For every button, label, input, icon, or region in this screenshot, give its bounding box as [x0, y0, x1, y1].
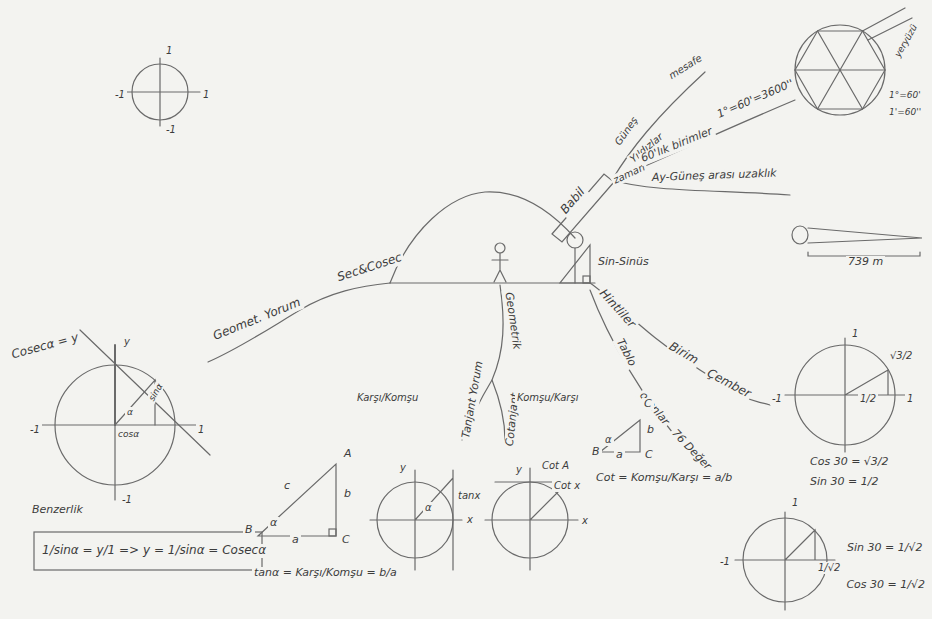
right-angle-mark — [329, 529, 336, 536]
handwritten-label: 1°=60'=3600'' — [714, 77, 798, 122]
handwritten-label: C — [642, 398, 654, 411]
handwritten-label: sinα — [146, 380, 166, 405]
handwritten-label: Geomet. Yorum — [209, 295, 304, 344]
handwritten-label: -1 — [120, 494, 134, 506]
handwritten-label: 1 — [164, 45, 174, 57]
handwritten-label: Cot = Komşu/Karşı = a/b — [594, 472, 734, 485]
sun-sketch — [792, 226, 808, 244]
handwritten-label: 1 — [196, 424, 206, 436]
handwritten-label: 1°=60' — [887, 90, 923, 100]
handwritten-label: a — [614, 449, 625, 462]
triangle — [115, 380, 155, 425]
right-triangle — [560, 245, 590, 283]
cosec-segment — [114, 345, 116, 425]
branch — [492, 380, 505, 440]
handwritten-label: Sec&Cosec — [334, 251, 406, 286]
hexagon-spokes — [795, 31, 885, 109]
handwritten-label: y — [398, 462, 408, 474]
handwritten-label: C — [643, 449, 655, 462]
handwritten-label: cosα — [116, 429, 141, 439]
handwritten-label: -1 — [28, 424, 42, 436]
handwritten-label: c — [282, 480, 292, 493]
handwritten-label: Cos 30 = 1/√2 — [844, 579, 927, 592]
handwritten-label: 1'=60'' — [887, 107, 923, 117]
handwritten-label: tanx — [456, 490, 482, 502]
branch — [208, 283, 390, 362]
sin-cos-construction — [735, 512, 835, 610]
person-head — [495, 243, 505, 253]
handwritten-label: Tablo — [612, 335, 639, 370]
handwritten-label: Komşu/Karşı — [515, 392, 580, 404]
handwritten-label: Sin 30 = 1/2 — [808, 476, 880, 489]
branch — [612, 72, 705, 180]
axes — [120, 58, 200, 126]
branch — [590, 283, 770, 405]
handwritten-label: Tanjant Yorum — [460, 358, 487, 441]
handwritten-label: Karşı/Komşu — [355, 392, 420, 404]
handwritten-label: A — [342, 448, 354, 461]
telescope-pivot — [567, 232, 583, 248]
handwritten-label: a — [290, 534, 301, 547]
handwritten-label: C — [340, 534, 352, 547]
handwritten-label: Babil — [557, 184, 590, 219]
handwritten-label: Çember — [703, 366, 755, 402]
axes — [40, 350, 200, 500]
handwritten-label: 1 — [201, 89, 211, 101]
handwritten-label: B — [590, 446, 602, 459]
tan-construction — [370, 470, 462, 570]
right-angle-mark — [583, 276, 590, 283]
tangent-line — [80, 330, 210, 455]
handwritten-label: b — [645, 424, 656, 437]
handwritten-label: 1/sinα = y/1 => y = 1/sinα = Cosecα — [40, 544, 268, 558]
handwritten-label: -1 — [718, 556, 732, 568]
sight-lines — [808, 228, 922, 243]
handwritten-label: B — [243, 524, 255, 537]
handwritten-label: Güneş — [611, 113, 641, 149]
handwritten-label: 739 m — [846, 256, 885, 269]
telescope-stand — [574, 248, 575, 283]
handwritten-label: α — [125, 407, 135, 417]
handwritten-label: 1/√2 — [816, 562, 842, 574]
handwritten-label: -1 — [113, 89, 127, 101]
person-body — [492, 253, 508, 282]
handwritten-label: Ay-Güneş arası uzaklık — [650, 167, 779, 184]
handwritten-label: 76 Değer — [667, 426, 714, 474]
triangle-abc — [258, 464, 336, 536]
handwritten-label: y — [514, 464, 524, 476]
handwritten-label: yeryüzü — [892, 21, 921, 61]
handwritten-label: 1 — [790, 497, 800, 509]
handwritten-label: Sin 30 = 1/√2 — [845, 542, 924, 555]
handwritten-label: 1 — [905, 393, 915, 405]
hexagon — [795, 31, 885, 109]
handwritten-label: Sin-Sinüs — [596, 256, 651, 269]
handwritten-label: x — [580, 515, 590, 527]
handwritten-label: -1 — [770, 393, 784, 405]
handwritten-label: Cosecα = y — [8, 331, 82, 363]
dome — [390, 192, 575, 283]
handwritten-label: tanα = Karşı/Komşu = b/a — [252, 567, 399, 580]
handwritten-label: Geometrik — [502, 289, 523, 352]
handwritten-label: Cot A — [540, 460, 571, 472]
handwritten-label: α — [423, 502, 434, 514]
handwritten-label: α — [268, 517, 279, 530]
handwritten-label: mesafe — [665, 51, 706, 82]
small-triangle — [600, 420, 640, 452]
handwritten-label: x — [465, 514, 475, 526]
handwritten-label: Birim — [665, 339, 703, 369]
handwritten-label: Cot x — [552, 480, 582, 492]
handwritten-label: α — [603, 434, 614, 446]
handwritten-label: y — [122, 336, 132, 348]
telescope-tube — [552, 174, 614, 242]
handwritten-label: 1/2 — [858, 393, 878, 405]
handwritten-label: √3/2 — [888, 350, 914, 362]
handwritten-label: b — [342, 488, 353, 501]
handwritten-label: Hintliler — [595, 285, 639, 332]
handwritten-label: -1 — [164, 124, 178, 136]
handwritten-label: 1 — [850, 328, 860, 340]
handwritten-label: Cos 30 = √3/2 — [808, 456, 891, 469]
handwritten-label: Benzerlik — [30, 504, 85, 517]
